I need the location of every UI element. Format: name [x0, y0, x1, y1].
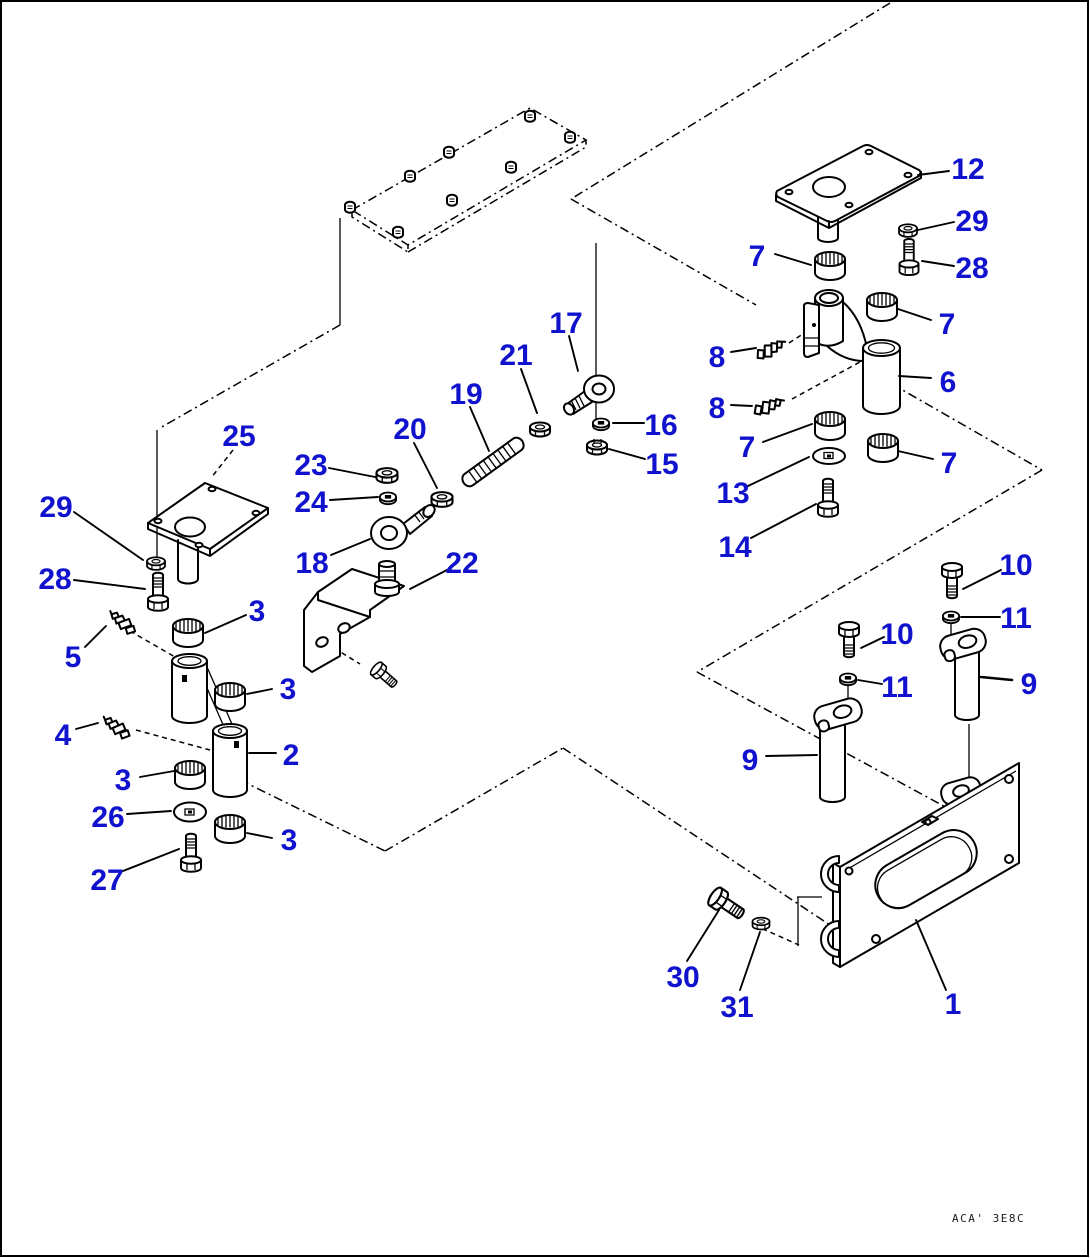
part-tube-2 [212, 723, 248, 798]
callout-9: 9 [742, 744, 759, 777]
part-plate-25 [147, 482, 269, 557]
part-bushing-7a [814, 251, 846, 281]
callout-11: 11 [1000, 602, 1032, 635]
part-nut-31 [751, 916, 771, 931]
callout-5: 5 [65, 641, 82, 674]
callout-9: 9 [1021, 668, 1038, 701]
part-nut-23 [375, 467, 399, 484]
part-bushing-7d [867, 433, 899, 463]
part-washer-13 [812, 447, 846, 465]
callout-15: 15 [645, 448, 678, 481]
part-nut-29-right [898, 223, 918, 238]
part-lever-assembly [803, 289, 868, 363]
callout-19: 19 [449, 378, 482, 411]
callout-14: 14 [718, 531, 752, 564]
callout-2: 2 [283, 739, 300, 772]
part-threaded-rod-19 [461, 436, 525, 488]
part-bushing-3d [214, 814, 246, 844]
callout-17: 17 [549, 307, 582, 340]
callout-23: 23 [294, 449, 327, 482]
callout-29: 29 [955, 205, 988, 238]
callout-11: 11 [881, 671, 913, 704]
callout-8: 8 [709, 392, 726, 425]
callout-22: 22 [445, 547, 478, 580]
part-bushing-7b [866, 292, 898, 322]
callout-1: 1 [945, 988, 962, 1021]
part-grease-fitting-5 [105, 604, 140, 639]
callout-3: 3 [281, 824, 298, 857]
watermark: ACA' 3E8C [952, 1212, 1025, 1225]
callout-4: 4 [55, 719, 72, 752]
part-washer-26 [173, 801, 207, 823]
callout-3: 3 [115, 764, 132, 797]
callout-13: 13 [716, 477, 749, 510]
part-grease-fitting-8-lower [750, 393, 788, 420]
part-bushing-3c [174, 760, 206, 790]
callout-26: 26 [91, 801, 124, 834]
part-nut-15 [586, 439, 608, 456]
callout-31: 31 [720, 991, 753, 1024]
part-grease-fitting-8-upper [753, 335, 790, 364]
part-nut-29-left [146, 556, 166, 571]
callout-21: 21 [499, 339, 532, 372]
part-bolt-under-bracket [367, 659, 402, 692]
part-bushing-3a [172, 618, 204, 648]
part-bolt-10-left [838, 621, 860, 659]
callout-10: 10 [880, 618, 913, 651]
part-bolt-27 [180, 832, 202, 873]
part-washer-11-right [942, 610, 960, 625]
callout-30: 30 [666, 961, 699, 994]
part-washer-11-left [839, 672, 857, 687]
callout-24: 24 [294, 486, 328, 519]
part-bolt-28-left [147, 571, 169, 612]
part-rod-end-18 [370, 504, 436, 550]
part-bolt-30 [704, 884, 750, 925]
callout-16: 16 [644, 409, 677, 442]
callout-8: 8 [709, 341, 726, 374]
part-pin-9-right [939, 627, 987, 721]
part-plate-1 [820, 762, 1020, 968]
callout-25: 25 [222, 420, 255, 453]
callout-7: 7 [749, 240, 766, 273]
part-pin-9-left [813, 697, 863, 803]
callout-27: 27 [90, 864, 123, 897]
callout-7: 7 [941, 447, 958, 480]
callout-10: 10 [999, 549, 1032, 582]
phantom-reference-lines [129, 2, 1043, 946]
part-washer-16 [592, 417, 610, 432]
part-bushing-3b [214, 682, 246, 712]
callout-18: 18 [295, 547, 328, 580]
callout-28: 28 [955, 252, 988, 285]
part-bolt-28-right [898, 238, 920, 277]
part-bolt-10-right [941, 562, 963, 600]
part-washer-24 [378, 491, 398, 506]
callout-3: 3 [249, 595, 266, 628]
callout-6: 6 [940, 366, 957, 399]
part-tube-upper-left [171, 653, 208, 724]
part-nut-20 [430, 491, 454, 508]
parts-layer [98, 144, 1020, 968]
part-plate-12 [775, 144, 922, 229]
part-bushing-7c [814, 411, 846, 441]
part-cylinder-under-plate-25 [177, 539, 199, 585]
part-nut-21 [529, 421, 551, 438]
callout-12: 12 [951, 153, 984, 186]
part-grease-fitting-4 [98, 710, 134, 743]
phantom-plate [344, 107, 588, 254]
callout-7: 7 [939, 308, 956, 341]
part-bolt-14 [817, 477, 839, 518]
part-tube-6 [862, 339, 901, 415]
callout-20: 20 [393, 413, 426, 446]
callout-7: 7 [739, 431, 756, 464]
callout-29: 29 [39, 491, 72, 524]
leader-lines [73, 170, 1014, 991]
callout-28: 28 [38, 563, 71, 596]
part-bracket-22 [303, 560, 405, 673]
callout-3: 3 [280, 673, 297, 706]
part-rod-end-17 [562, 374, 615, 416]
